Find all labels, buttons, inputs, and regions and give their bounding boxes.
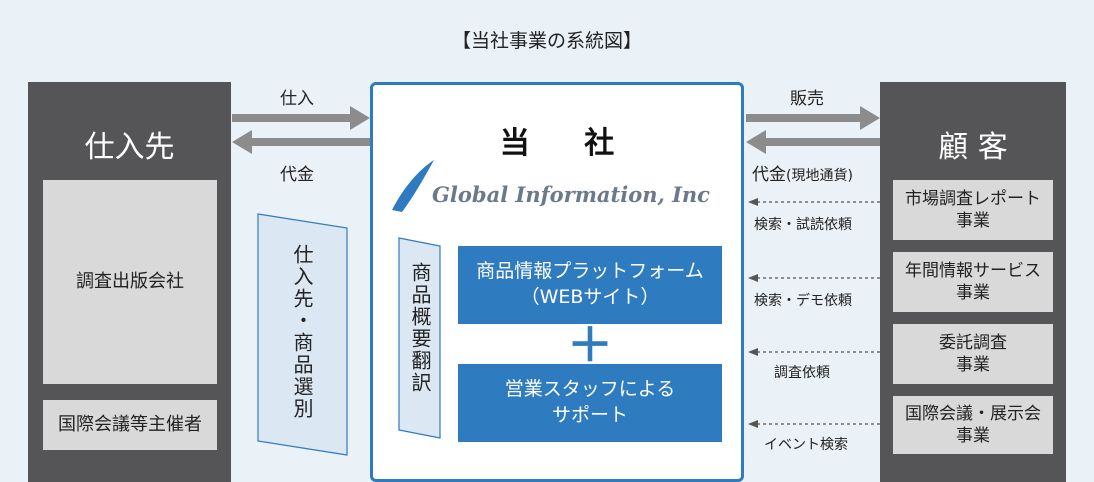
company-logo: Global Information, Inc <box>432 182 710 207</box>
company-heading: 当 社 <box>499 126 637 161</box>
request-arrowhead-icon <box>748 198 758 206</box>
payment-right-arrow-icon <box>746 130 880 154</box>
customer-box-commissioned-research: 委託調査 事業 <box>893 324 1053 384</box>
customer-box-line: 事業 <box>956 211 990 231</box>
purchase-arrow-icon <box>232 106 370 130</box>
request-arrowhead-icon <box>748 348 758 356</box>
customer-heading: 顧 客 <box>938 130 1008 165</box>
payment-currency-note: (現地通貨) <box>786 168 853 184</box>
customer-box-conferences: 国際会議・展示会 事業 <box>893 396 1053 454</box>
platform-line: （WEBサイト） <box>520 286 660 308</box>
customer-box-annual-service: 年間情報サービス 事業 <box>893 252 1053 312</box>
plus-icon: ＋ <box>567 318 613 372</box>
selection-label: 仕入先・商品選別 <box>290 244 314 420</box>
supplier-box-publishers: 調査出版会社 <box>43 180 217 384</box>
customer-box-line: 委託調査 <box>939 332 1007 353</box>
sales-arrow-icon <box>746 106 880 130</box>
request-arrowhead-icon <box>748 274 758 282</box>
purchase-label: 仕入 <box>280 89 314 109</box>
customer-box-line: 事業 <box>956 426 990 446</box>
customer-box-line: 年間情報サービス <box>905 260 1041 281</box>
support-line: 営業スタッフによる <box>504 378 676 401</box>
payment-left-arrow-icon <box>232 130 370 154</box>
customer-box-line: 事業 <box>956 283 990 303</box>
request-label-trial: 検索・試読依頼 <box>754 217 852 233</box>
customer-box-line: 事業 <box>956 355 990 375</box>
request-label-research: 調査依頼 <box>774 365 830 381</box>
customer-box-market-research: 市場調査レポート 事業 <box>893 180 1053 240</box>
request-label-event: イベント検索 <box>764 437 848 453</box>
platform-line: 商品情報プラットフォーム <box>476 260 704 283</box>
diagram-title: 【当社事業の系統図】 <box>451 30 642 52</box>
supplier-heading: 仕入先 <box>84 130 175 165</box>
payment-right-label: 代金(現地通貨) <box>752 160 853 185</box>
translation-label: 商品概要翻訳 <box>408 262 432 394</box>
support-box: 営業スタッフによる サポート <box>458 364 722 442</box>
customer-box-line: 国際会議・展示会 <box>905 403 1041 424</box>
request-label-demo: 検索・デモ依頼 <box>754 293 852 309</box>
customer-box-line: 市場調査レポート <box>905 188 1041 209</box>
platform-box: 商品情報プラットフォーム （WEBサイト） <box>458 246 722 324</box>
supplier-box-organizers: 国際会議等主催者 <box>43 400 217 450</box>
payment-left-label: 代金 <box>280 165 314 185</box>
sales-label: 販売 <box>790 89 824 109</box>
payment-right-text: 代金 <box>752 165 786 185</box>
support-line: サポート <box>551 404 628 426</box>
request-arrowhead-icon <box>748 420 758 428</box>
